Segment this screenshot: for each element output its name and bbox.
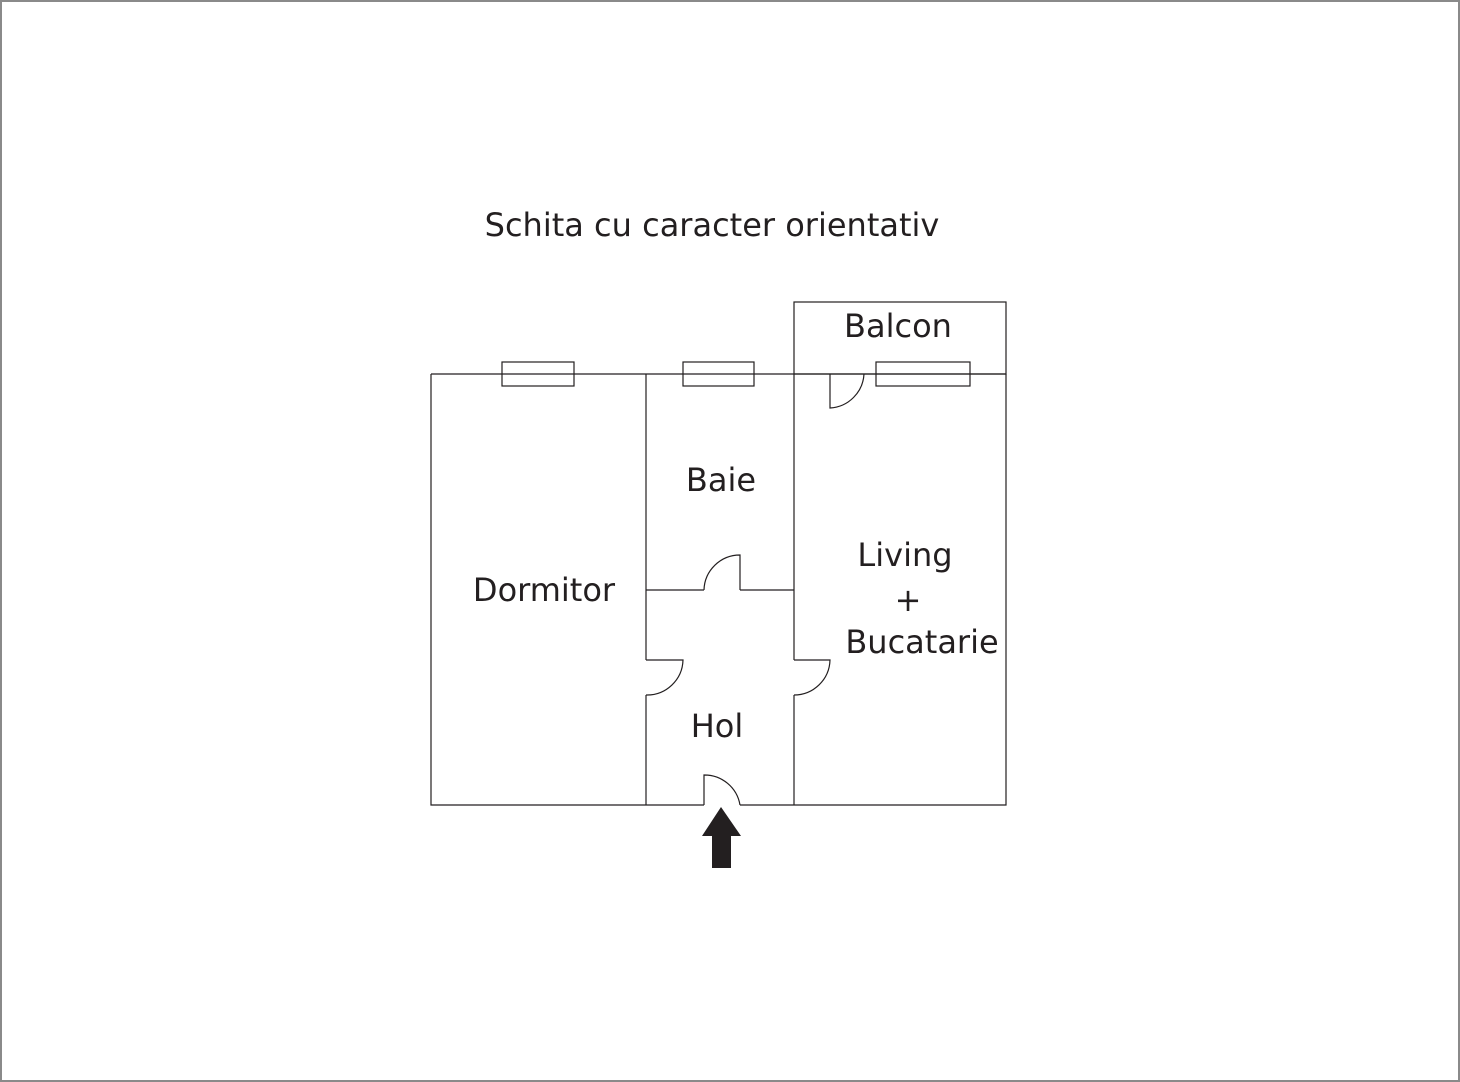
window-living xyxy=(875,361,971,387)
window-baie xyxy=(682,361,755,387)
plan-title: Schita cu caracter orientativ xyxy=(485,206,940,244)
room-label-plus: + xyxy=(895,581,922,619)
interior-walls xyxy=(645,374,795,805)
entrance-arrow-icon xyxy=(702,807,741,868)
room-label-baie: Baie xyxy=(686,461,756,499)
entrance-door xyxy=(703,774,741,806)
dormitor-door xyxy=(645,659,684,696)
doors xyxy=(645,373,865,806)
baie-door xyxy=(703,554,741,591)
balcony-outline xyxy=(793,301,1007,375)
room-label-balcon: Balcon xyxy=(844,307,952,345)
room-label-living: Living xyxy=(857,536,952,574)
balcony-door xyxy=(829,373,865,409)
room-label-hol: Hol xyxy=(691,707,744,745)
window-dormitor xyxy=(501,361,575,387)
windows xyxy=(501,361,971,387)
living-door xyxy=(793,659,831,696)
room-label-bucatarie: Bucatarie xyxy=(845,623,998,661)
room-label-dormitor: Dormitor xyxy=(473,571,616,609)
